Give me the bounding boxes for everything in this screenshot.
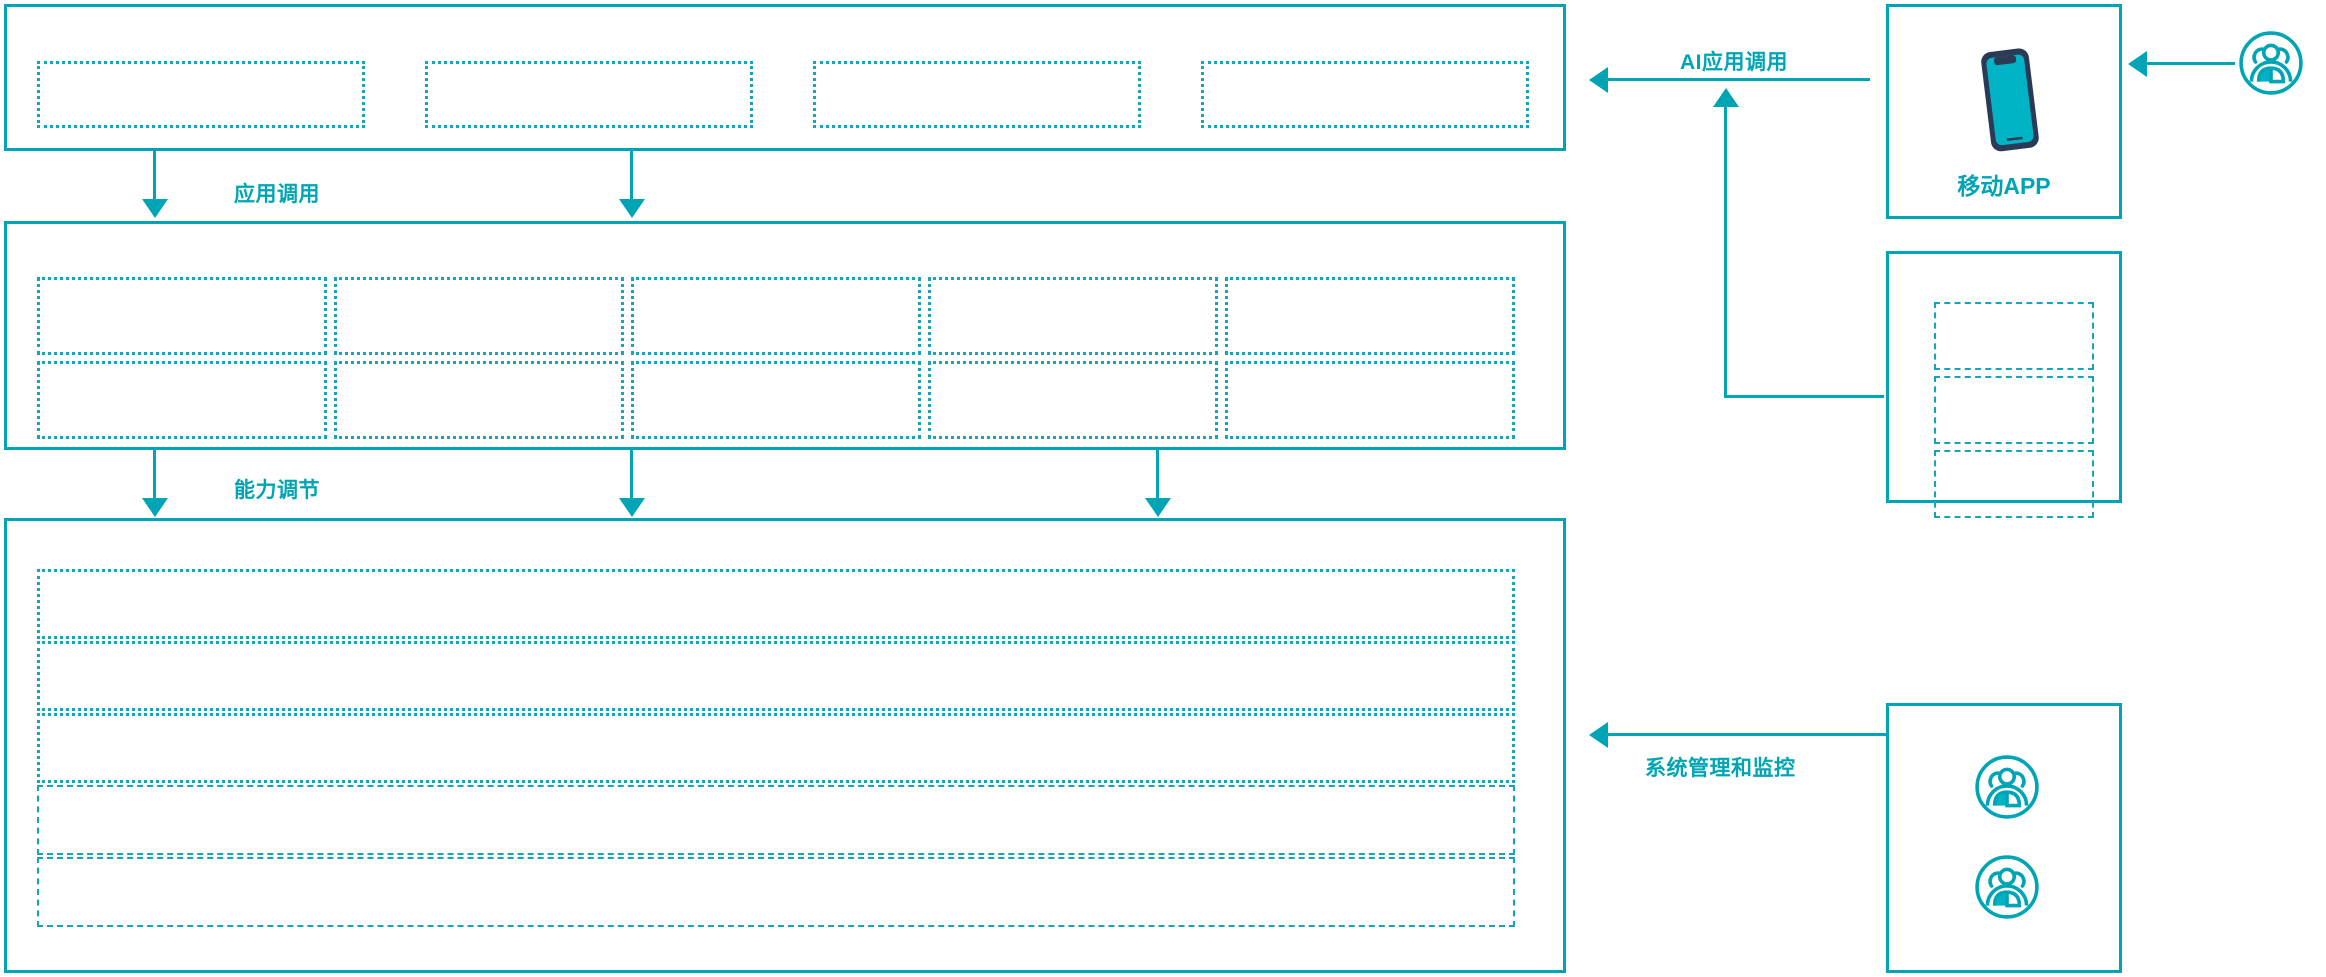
app-call-label: 应用调用 [234,183,320,206]
external-user-arrowhead [2128,51,2147,77]
user-group-icon-ops-1 [1974,754,2040,820]
external-user-line [2147,62,2235,65]
user-group-icon-ops-2 [1974,854,2040,920]
ai-app-call-line [1608,78,1870,81]
capability-box-r1c2[interactable] [334,277,624,355]
operations-panel [1886,703,2122,973]
capability-tuning-arrowhead-2 [619,498,645,517]
capability-box-r2c5[interactable] [1225,361,1515,439]
channel-box-1[interactable] [1934,302,2094,370]
system-mgmt-arrowhead [1589,722,1608,748]
infrastructure-row-3[interactable] [37,713,1515,783]
capability-tuning-arrow-line-2 [630,450,633,500]
capability-tuning-arrowhead-3 [1145,498,1171,517]
capability-box-r2c2[interactable] [334,361,624,439]
capability-tuning-arrow-line-3 [1156,450,1159,500]
channel-panel [1886,251,2122,518]
capability-box-r1c4[interactable] [928,277,1218,355]
app-call-arrow-line-1 [153,151,156,201]
capability-tuning-label: 能力调节 [234,479,320,502]
infrastructure-row-2[interactable] [37,641,1515,711]
infrastructure-row-5[interactable] [37,857,1515,927]
capability-box-r2c4[interactable] [928,361,1218,439]
app-call-arrow-line-2 [630,151,633,201]
channel-to-ai-connector [1724,395,1884,398]
application-box-4[interactable] [1201,61,1529,128]
capability-layer-panel [4,221,1566,450]
capability-tuning-arrowhead-1 [142,498,168,517]
capability-box-r2c3[interactable] [631,361,921,439]
capability-box-r1c1[interactable] [37,277,327,355]
infrastructure-row-4[interactable] [37,785,1515,855]
channel-to-ai-riser-arrowhead [1713,88,1739,107]
smartphone-icon [1967,45,2051,155]
application-layer-panel [4,4,1566,151]
channel-box-2[interactable] [1934,376,2094,444]
app-call-arrowhead-1 [142,199,168,218]
mobile-app-label: 移动APP [1957,173,2051,199]
channel-box-3[interactable] [1934,450,2094,518]
channel-to-ai-riser-line [1724,106,1727,397]
application-box-1[interactable] [37,61,365,128]
capability-tuning-arrow-line-1 [153,450,156,500]
ai-app-call-arrowhead [1589,67,1608,93]
application-box-2[interactable] [425,61,753,128]
user-group-icon-external [2238,30,2304,96]
infrastructure-row-1[interactable] [37,569,1515,639]
ai-app-call-label: AI应用调用 [1680,51,1788,74]
application-box-3[interactable] [813,61,1141,128]
infrastructure-layer-panel [4,518,1566,973]
system-mgmt-label: 系统管理和监控 [1645,757,1796,780]
system-mgmt-line [1608,733,1886,736]
capability-box-r2c1[interactable] [37,361,327,439]
capability-box-r1c3[interactable] [631,277,921,355]
mobile-app-panel: 移动APP [1886,4,2122,219]
capability-box-r1c5[interactable] [1225,277,1515,355]
app-call-arrowhead-2 [619,199,645,218]
